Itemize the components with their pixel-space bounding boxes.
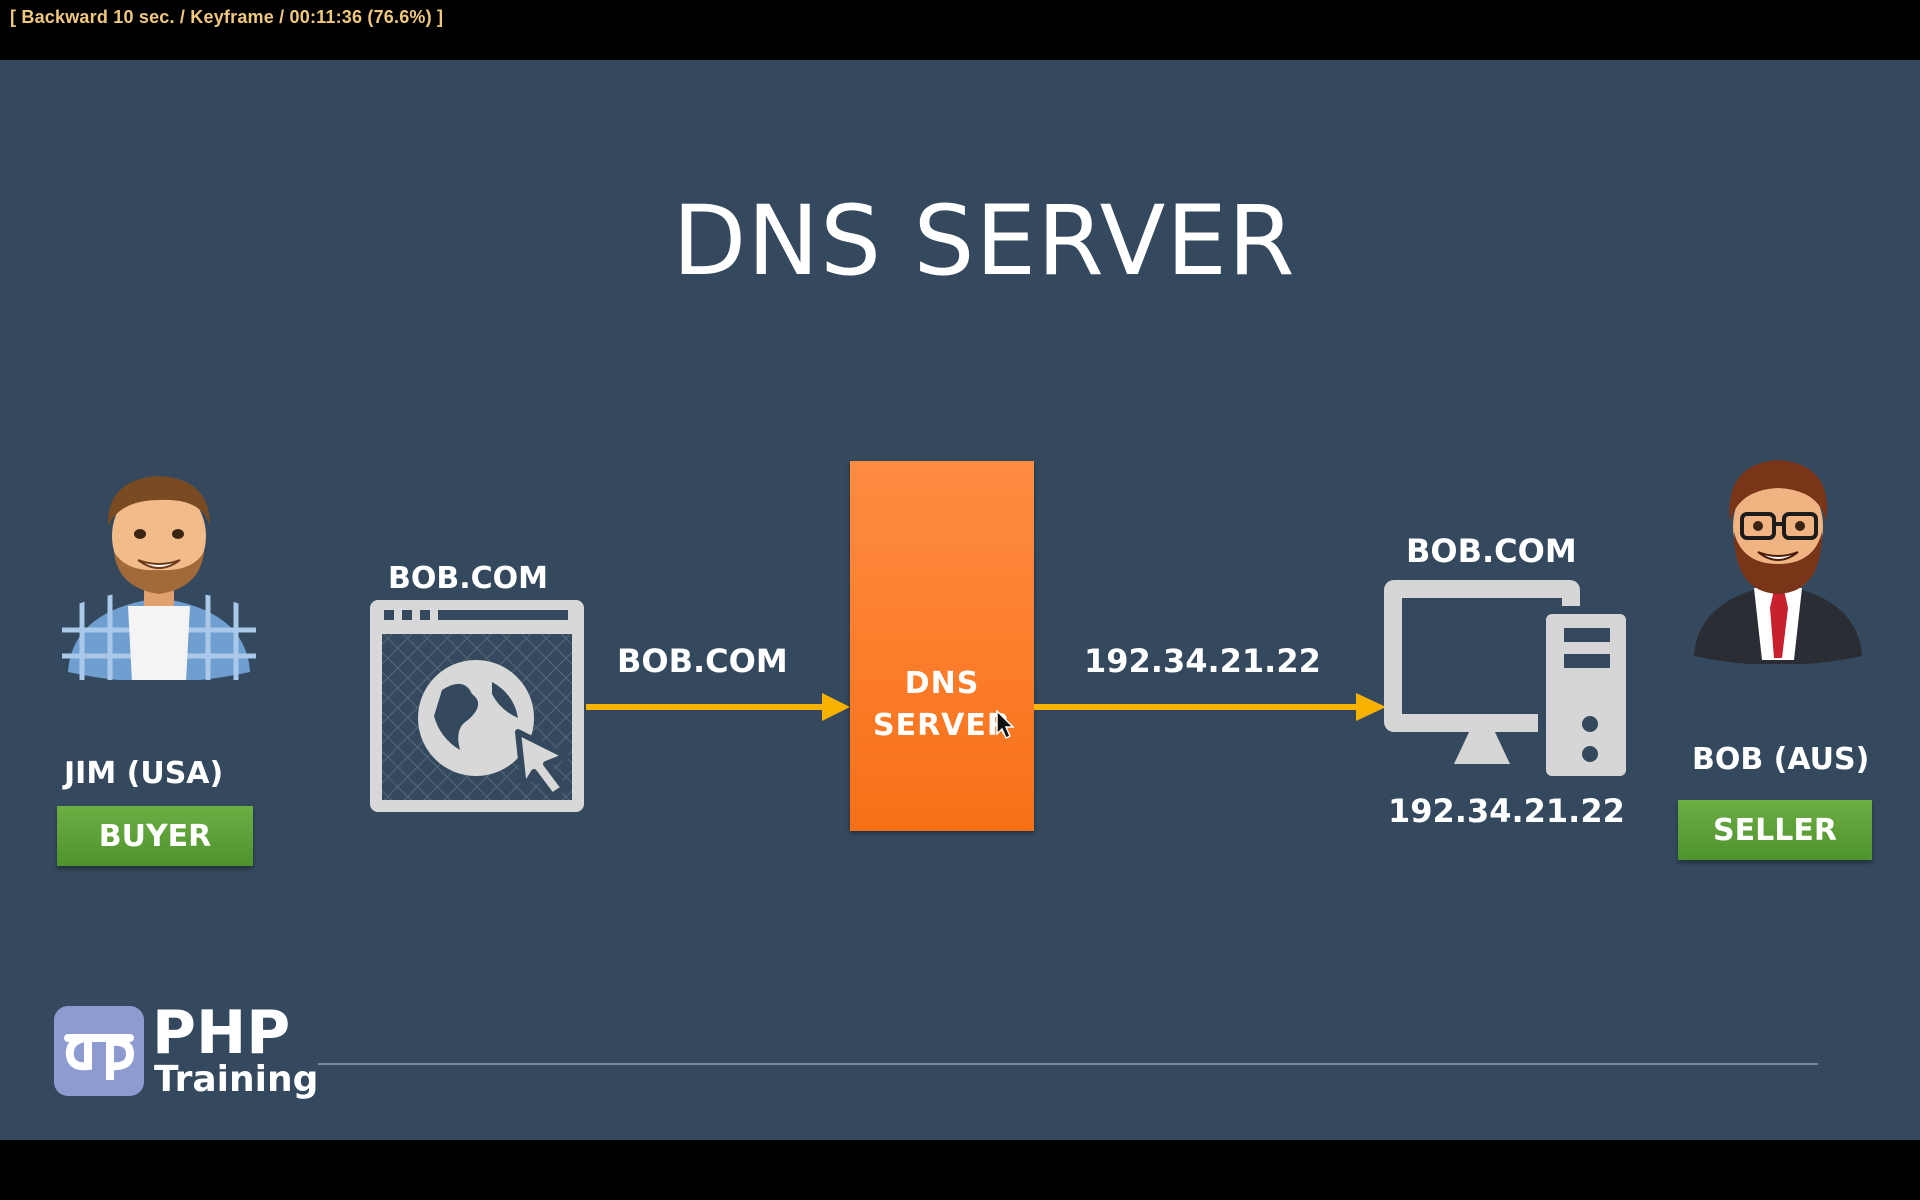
server-ip-label: 192.34.21.22: [1388, 792, 1625, 830]
seller-badge: SELLER: [1678, 800, 1872, 860]
buyer-avatar: [62, 476, 256, 680]
mouse-cursor-icon: [996, 710, 1015, 740]
seller-name: BOB (AUS): [1692, 742, 1870, 777]
footer-divider: [318, 1063, 1818, 1065]
slide-title: DNS SERVER: [672, 185, 1296, 297]
buyer-name: JIM (USA): [64, 756, 224, 791]
server-domain-label: BOB.COM: [1406, 532, 1577, 570]
browser-label: BOB.COM: [388, 561, 549, 596]
computer-icon: [1384, 580, 1630, 784]
request-arrow: [586, 693, 850, 721]
response-arrow: [1034, 693, 1386, 721]
browser-window-icon: [370, 600, 584, 812]
response-ip-label: 192.34.21.22: [1084, 642, 1321, 680]
buyer-badge: BUYER: [57, 806, 253, 866]
letterbox-bottom: [0, 1140, 1920, 1200]
php-training-logo-icon: [54, 1006, 144, 1096]
dns-server-box: [850, 461, 1034, 831]
seller-avatar: [1694, 460, 1862, 664]
brand-subtitle: Training: [154, 1059, 319, 1100]
video-frame[interactable]: DNS SERVER JIM (USA) BUYER BOB.COM: [0, 60, 1920, 1140]
player-osd-status: [ Backward 10 sec. / Keyframe / 00:11:36…: [10, 7, 444, 27]
brand-name: PHP: [152, 998, 291, 1068]
request-domain-label: BOB.COM: [617, 642, 788, 680]
